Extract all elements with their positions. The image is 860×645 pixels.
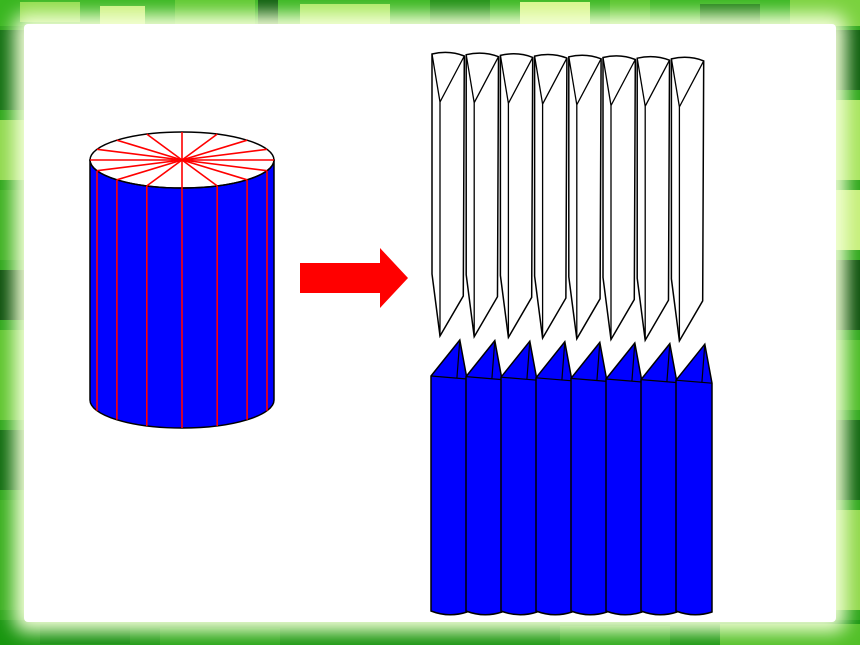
bottom-wedge-edges bbox=[535, 341, 573, 382]
top-wedge-edges bbox=[636, 58, 671, 341]
bottom-wedge-edges bbox=[500, 341, 538, 381]
top-wedge-body bbox=[568, 54, 602, 342]
bottom-wedge bbox=[605, 341, 643, 616]
top-cut-line bbox=[181, 139, 248, 161]
top-cut-line bbox=[181, 133, 218, 161]
top-wedge bbox=[568, 54, 602, 342]
bottom-wedge-body bbox=[430, 338, 468, 616]
top-wedge-edges bbox=[499, 55, 534, 338]
bottom-wedge-edges bbox=[465, 340, 503, 381]
right-arrow-icon bbox=[300, 248, 408, 308]
top-cut-line bbox=[181, 148, 268, 161]
top-wedge bbox=[465, 52, 500, 339]
top-wedge bbox=[670, 56, 705, 344]
top-wedge-body bbox=[670, 56, 705, 344]
bottom-wedge bbox=[465, 338, 503, 616]
top-cut-line bbox=[96, 148, 183, 161]
top-wedge bbox=[431, 51, 466, 339]
bottom-wedge bbox=[570, 340, 608, 616]
top-wedge-edges bbox=[431, 53, 465, 336]
cylinder bbox=[89, 131, 275, 429]
top-cut-line bbox=[146, 159, 183, 187]
top-cut-line bbox=[116, 139, 183, 161]
bottom-wedge-body bbox=[640, 341, 678, 616]
top-cut-line bbox=[181, 159, 268, 172]
top-wedge-body bbox=[465, 52, 500, 339]
bottom-wedge bbox=[430, 338, 468, 616]
bottom-wedge-edges bbox=[605, 342, 643, 383]
top-wedge-edges bbox=[533, 55, 568, 339]
top-wedge-body bbox=[499, 53, 534, 340]
bottom-wedge-body bbox=[570, 340, 608, 616]
top-wedge bbox=[533, 53, 568, 341]
bottom-wedge-body bbox=[605, 341, 643, 616]
top-cut-line bbox=[181, 159, 248, 181]
top-wedge bbox=[636, 55, 671, 343]
top-wedge bbox=[499, 53, 534, 340]
top-wedge-edges bbox=[670, 58, 705, 341]
top-wedge-body bbox=[533, 53, 568, 341]
top-wedge-body bbox=[431, 51, 466, 339]
top-wedge-body bbox=[636, 55, 671, 343]
top-wedge-body bbox=[602, 55, 637, 342]
top-cut-line bbox=[181, 159, 218, 187]
bottom-wedge bbox=[535, 340, 573, 616]
top-wedge-row bbox=[431, 51, 705, 344]
bottom-wedge-edges bbox=[640, 343, 678, 384]
bottom-wedge-body bbox=[535, 340, 573, 616]
bottom-wedge-edges bbox=[570, 342, 608, 382]
bottom-wedge bbox=[640, 341, 678, 616]
top-wedge-edges bbox=[602, 57, 636, 340]
bottom-wedge-row bbox=[430, 338, 713, 616]
top-cut-line bbox=[116, 159, 183, 181]
top-wedge-edges bbox=[465, 54, 500, 337]
top-cut-line bbox=[96, 159, 183, 172]
top-face-cut-lines bbox=[90, 132, 274, 188]
bottom-wedge-body bbox=[500, 339, 538, 616]
bottom-wedge-body bbox=[465, 338, 503, 616]
bottom-wedge bbox=[675, 342, 713, 616]
top-wedge-edges bbox=[568, 56, 602, 339]
top-wedge bbox=[602, 55, 637, 342]
bottom-wedge bbox=[500, 339, 538, 616]
side-cut-lines bbox=[96, 170, 268, 428]
bottom-wedge-edges bbox=[430, 339, 468, 380]
bottom-wedge-edges bbox=[675, 344, 713, 384]
top-cut-line bbox=[146, 133, 183, 161]
bottom-wedge-body bbox=[675, 342, 713, 616]
